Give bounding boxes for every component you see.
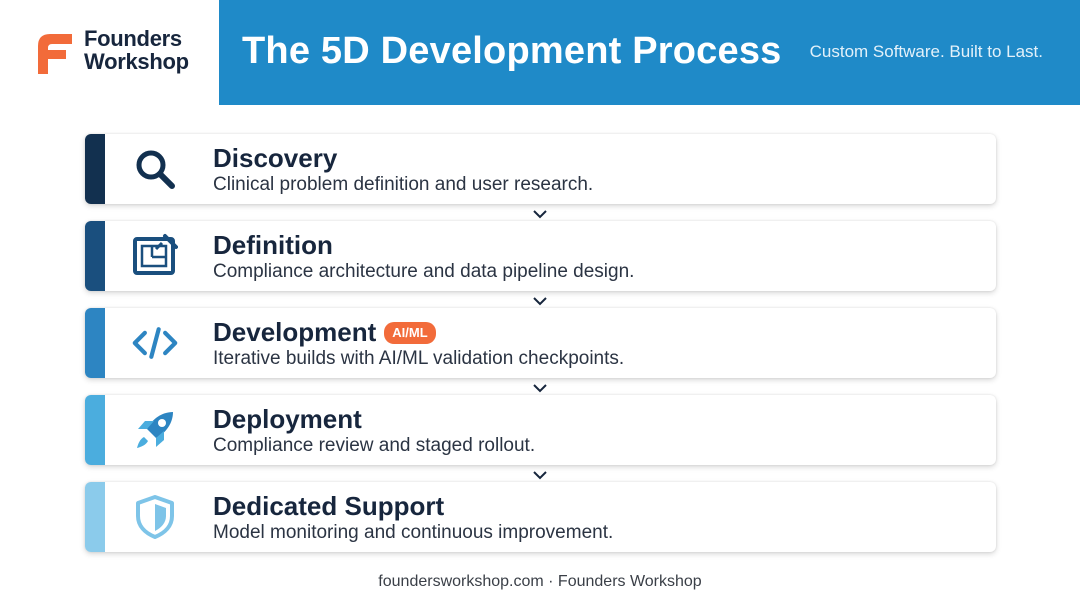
step-description: Clinical problem definition and user res… <box>213 174 594 195</box>
chevron-down-icon <box>533 210 547 219</box>
step-title: Development AI/ML <box>213 317 436 347</box>
step-card-definition: Definition Compliance architecture and d… <box>85 221 996 306</box>
blueprint-icon <box>132 233 178 279</box>
step-stripe <box>85 221 105 291</box>
magnifier-icon <box>132 146 178 192</box>
step-card-development: Development AI/ML Iterative builds with A… <box>85 308 996 393</box>
step-stripe <box>85 395 105 465</box>
step-stripe <box>85 134 105 204</box>
chevron-down-icon <box>533 384 547 393</box>
logo-area: Founders Workshop <box>0 0 219 105</box>
code-icon <box>132 320 178 366</box>
step-description: Iterative builds with AI/ML validation c… <box>213 348 625 369</box>
process-steps: Discovery Clinical problem definition an… <box>85 134 996 569</box>
step-title: Deployment <box>213 404 362 434</box>
shield-icon <box>132 494 178 540</box>
step-title: Definition <box>213 230 333 260</box>
page-title: The 5D Development Process <box>242 30 782 72</box>
rocket-icon <box>132 407 178 453</box>
header-banner: The 5D Development Process Custom Softwa… <box>219 0 1080 105</box>
logo-line-1: Founders <box>84 26 182 51</box>
step-stripe <box>85 308 105 378</box>
step-card-deployment: Deployment Compliance review and staged … <box>85 395 996 480</box>
step-description: Model monitoring and continuous improvem… <box>213 522 614 543</box>
ai-ml-badge: AI/ML <box>384 322 436 344</box>
chevron-down-icon <box>533 297 547 306</box>
step-description: Compliance architecture and data pipelin… <box>213 261 635 282</box>
logo-line-2: Workshop <box>84 49 189 74</box>
step-description: Compliance review and staged rollout. <box>213 435 536 456</box>
step-title-text: Development <box>213 317 377 347</box>
step-title: Dedicated Support <box>213 491 445 521</box>
founders-logo-icon <box>38 34 72 74</box>
footer-text: foundersworkshop.com · Founders Workshop <box>378 573 702 590</box>
tagline: Custom Software. Built to Last. <box>809 42 1043 61</box>
logo-wordmark: Founders Workshop <box>84 27 189 73</box>
step-stripe <box>85 482 105 552</box>
step-title: Discovery <box>213 143 338 173</box>
chevron-down-icon <box>533 471 547 480</box>
step-card-discovery: Discovery Clinical problem definition an… <box>85 134 996 219</box>
step-card-dedicated-support: Dedicated Support Model monitoring and c… <box>85 482 996 552</box>
